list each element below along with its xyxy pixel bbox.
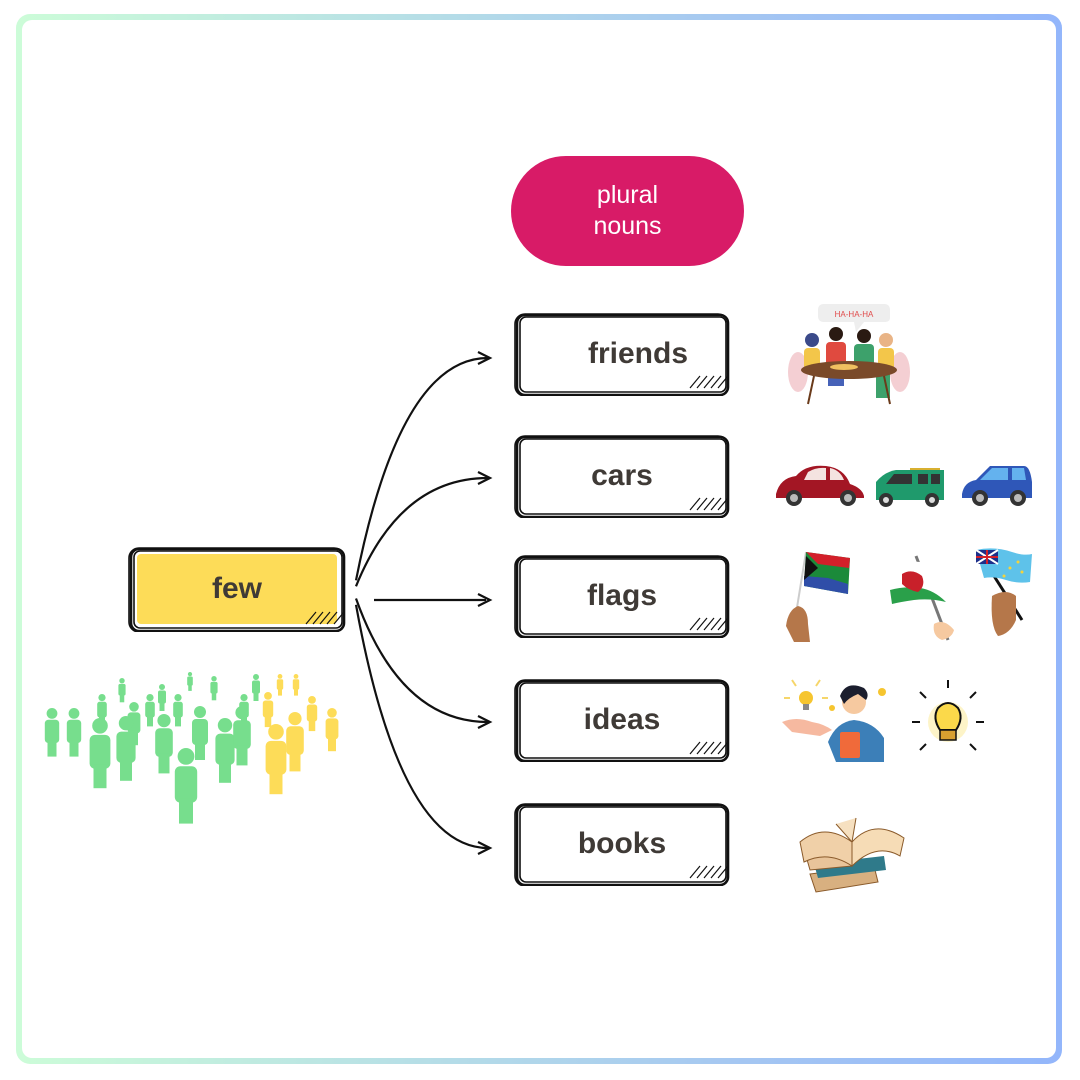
person-figure	[262, 692, 274, 728]
item-box-books: books	[514, 802, 730, 886]
item-box-friends: friends	[514, 312, 730, 396]
item-label: cars	[591, 459, 653, 492]
header-line2: nouns	[593, 212, 662, 240]
arrow-friends	[354, 356, 489, 581]
item-box-ideas: ideas	[514, 678, 730, 762]
source-label: few	[211, 572, 262, 605]
header-line1: plural	[596, 181, 659, 209]
item-label: ideas	[583, 703, 661, 736]
person-figure	[286, 712, 304, 772]
person-figure	[233, 706, 251, 766]
arrowhead	[477, 593, 493, 607]
person-figure	[325, 708, 339, 752]
arrowhead	[477, 841, 493, 855]
source-box-few: few	[128, 546, 346, 632]
person-figure	[276, 674, 284, 696]
person-figure	[44, 708, 60, 757]
ideas-icon	[782, 679, 984, 762]
person-figure	[145, 694, 155, 727]
item-label: flags	[586, 579, 658, 612]
item-box-flags: flags	[514, 554, 730, 638]
person-figure	[116, 716, 136, 781]
arrowhead	[477, 351, 493, 365]
books-icon	[799, 817, 905, 893]
friends-at-table-icon: HA-HA-HA	[788, 304, 910, 405]
arrow-ideas	[354, 598, 489, 724]
person-figure	[265, 724, 287, 795]
person-figure	[173, 694, 183, 727]
person-figure	[210, 676, 218, 701]
item-label: friends	[587, 337, 689, 370]
person-figure	[155, 714, 173, 774]
person-figure	[292, 674, 300, 696]
person-figure	[89, 718, 111, 789]
person-figure	[187, 672, 193, 691]
cars-icon	[776, 465, 1032, 507]
arrowhead	[477, 471, 493, 485]
person-figure	[192, 706, 208, 760]
header-pill: plural nouns	[511, 156, 744, 266]
item-box-cars: cars	[514, 434, 730, 518]
person-figure	[174, 748, 198, 824]
arrowhead	[477, 715, 493, 729]
arrow-cars	[354, 476, 489, 587]
speech-text: HA-HA-HA	[835, 310, 874, 319]
person-figure	[118, 678, 126, 703]
item-label: books	[577, 827, 667, 860]
person-figure	[66, 708, 82, 757]
person-figure	[215, 718, 235, 783]
person-figure	[252, 674, 260, 701]
crowd-icon	[44, 672, 339, 824]
arrow-books	[354, 604, 489, 850]
flags-icon	[786, 548, 1032, 642]
person-figure	[306, 696, 318, 732]
person-figure	[158, 684, 166, 711]
